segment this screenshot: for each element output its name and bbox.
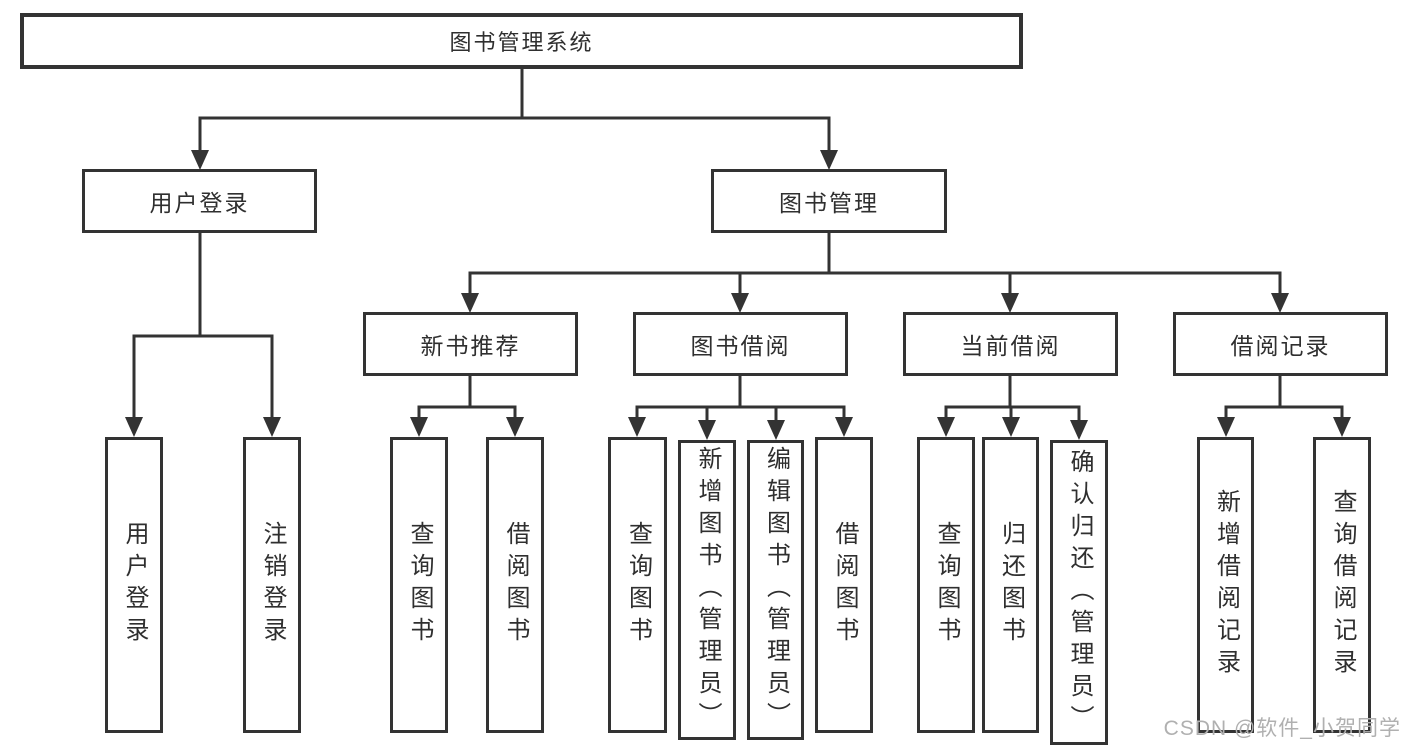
leaf-newbooks-query-label: 查询图书	[406, 521, 433, 649]
leaf-logout: 注销登录	[243, 437, 301, 733]
leaf-records-query-label: 查询借阅记录	[1329, 489, 1356, 681]
node-records: 借阅记录	[1173, 312, 1388, 376]
leaf-user-login: 用户登录	[105, 437, 163, 733]
leaf-newbooks-borrow: 借阅图书	[486, 437, 544, 733]
leaf-borrowing-borrow-label: 借阅图书	[831, 521, 858, 649]
leaf-current-return-label: 归还图书	[997, 521, 1025, 649]
node-new-books: 新书推荐	[363, 312, 578, 376]
node-records-label: 借阅记录	[1230, 333, 1331, 359]
leaf-borrowing-query: 查询图书	[608, 437, 667, 733]
leaf-current-query: 查询图书	[917, 437, 975, 733]
leaf-borrowing-add: 新增图书（管理员）	[678, 440, 736, 740]
leaf-records-query: 查询借阅记录	[1313, 437, 1371, 733]
leaf-newbooks-borrow-label: 借阅图书	[502, 521, 529, 649]
node-user-login-label: 用户登录	[149, 190, 250, 216]
node-current-label: 当前借阅	[960, 333, 1061, 359]
leaf-records-add: 新增借阅记录	[1197, 437, 1254, 733]
node-borrowing-label: 图书借阅	[690, 333, 791, 359]
edge-user-login-to-children	[125, 233, 281, 437]
edge-root-to-level2	[191, 69, 838, 170]
leaf-borrowing-edit-label: 编辑图书（管理员）	[762, 446, 790, 734]
leaf-current-confirm-label: 确认归还（管理员）	[1066, 448, 1093, 737]
leaf-borrowing-add-label: 新增图书（管理员）	[694, 446, 721, 734]
leaf-logout-label: 注销登录	[259, 521, 286, 649]
node-user-login: 用户登录	[82, 169, 317, 233]
csdn-watermark: CSDN @软件_小贺同学	[1163, 717, 1401, 740]
node-root: 图书管理系统	[20, 13, 1023, 69]
edge-records-to-children	[1217, 376, 1351, 437]
edge-new-books-to-children	[410, 376, 524, 437]
leaf-records-add-label: 新增借阅记录	[1212, 489, 1240, 681]
leaf-current-return: 归还图书	[982, 437, 1039, 733]
leaf-newbooks-query: 查询图书	[390, 437, 448, 733]
edge-current-to-children	[937, 376, 1088, 440]
node-book-mgmt: 图书管理	[711, 169, 947, 233]
node-borrowing: 图书借阅	[633, 312, 848, 376]
node-current: 当前借阅	[903, 312, 1118, 376]
leaf-current-query-label: 查询图书	[933, 521, 960, 649]
leaf-current-confirm: 确认归还（管理员）	[1050, 440, 1108, 745]
node-new-books-label: 新书推荐	[420, 333, 521, 359]
leaf-borrowing-borrow: 借阅图书	[815, 437, 873, 733]
leaf-user-login-label: 用户登录	[121, 521, 148, 649]
edge-borrowing-to-children	[628, 376, 853, 440]
leaf-borrowing-edit: 编辑图书（管理员）	[747, 440, 804, 740]
node-book-mgmt-label: 图书管理	[779, 190, 879, 216]
node-root-label: 图书管理系统	[449, 30, 594, 55]
edge-book-mgmt-to-children	[461, 233, 1289, 313]
leaf-borrowing-query-label: 查询图书	[624, 521, 652, 649]
